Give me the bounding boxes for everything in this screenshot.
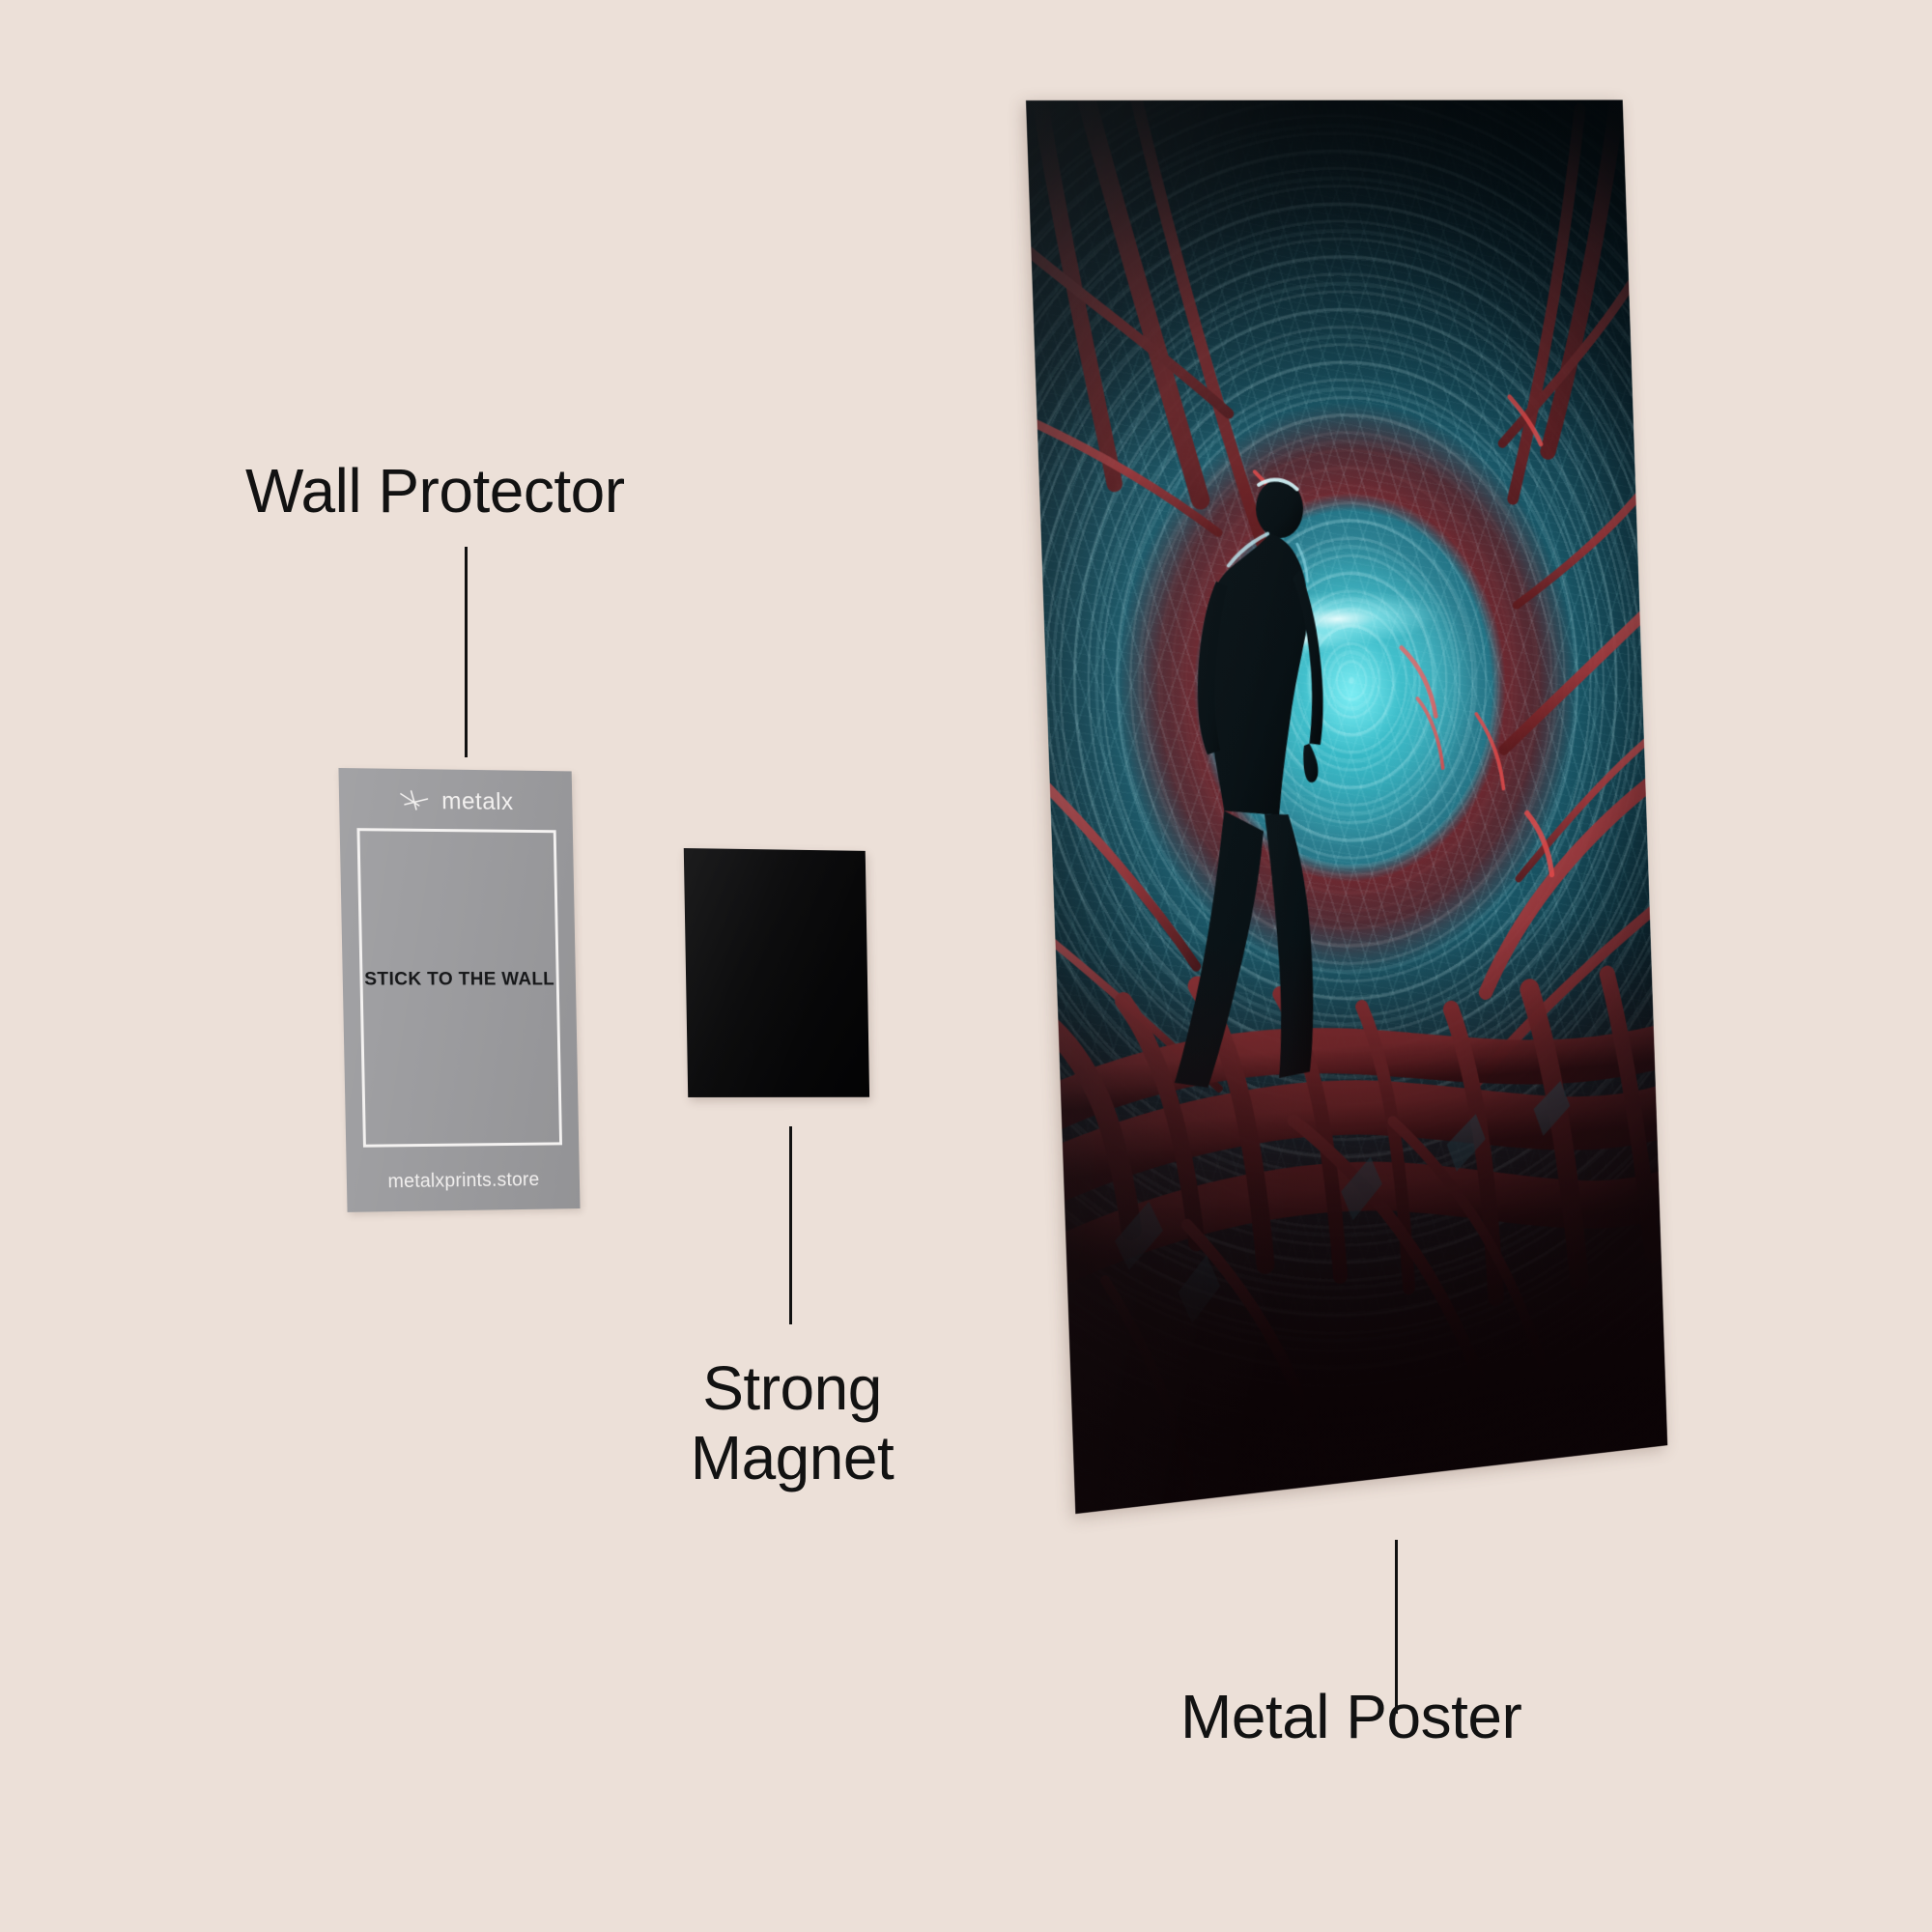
leader-line-strong-magnet xyxy=(789,1126,792,1324)
metalx-cross-icon xyxy=(399,788,432,813)
metal-poster-artwork[interactable] xyxy=(1026,99,1668,1515)
poster-vignette-layer xyxy=(1026,99,1668,1515)
leader-line-metal-poster xyxy=(1395,1540,1398,1714)
wall-protector-card[interactable]: metalx STICK TO THE WALL metalxprints.st… xyxy=(338,767,581,1212)
leader-line-wall-protector xyxy=(465,547,468,757)
stick-to-the-wall-text: STICK TO THE WALL xyxy=(363,968,555,989)
strong-magnet-tile[interactable] xyxy=(683,848,870,1097)
label-strong-magnet: Strong Magnet xyxy=(690,1353,895,1492)
magnet-sheen xyxy=(683,848,870,1097)
brand-logo: metalx xyxy=(339,787,573,815)
store-url-text: metalxprints.store xyxy=(387,1169,540,1193)
label-metal-poster: Metal Poster xyxy=(1180,1682,1522,1751)
label-wall-protector: Wall Protector xyxy=(245,456,625,526)
brand-name: metalx xyxy=(440,786,514,815)
